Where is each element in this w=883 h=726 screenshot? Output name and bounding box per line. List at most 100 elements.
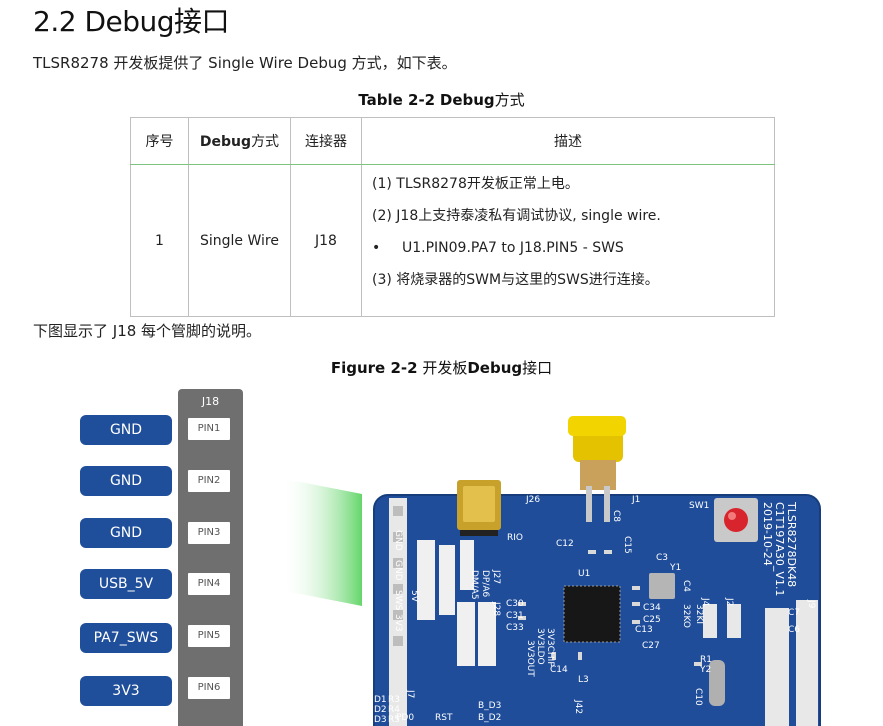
svg-text:J4: J4 (700, 597, 710, 607)
signal-label-2: GND (80, 466, 172, 496)
signal-label-1: GND (80, 415, 172, 445)
svg-text:C15: C15 (622, 536, 632, 554)
svg-text:U1: U1 (578, 569, 590, 579)
crystal-icon (649, 573, 675, 599)
header-method: Debug方式 (188, 117, 291, 165)
svg-text:L3: L3 (578, 675, 589, 685)
highlight-beam (280, 478, 362, 606)
svg-text:GND: GND (393, 530, 403, 551)
table-header-row: 序号 Debug方式 连接器 描述 (130, 117, 775, 165)
pin-box-6: PIN6 (188, 677, 230, 699)
pin-box-4: PIN4 (188, 573, 230, 595)
svg-text:PD0: PD0 (396, 713, 414, 723)
header-connector: 连接器 (290, 117, 362, 165)
figure-caption-rest: 接口 (522, 359, 553, 377)
svg-text:C31: C31 (506, 611, 524, 621)
svg-text:GND: GND (393, 560, 403, 581)
bullet-icon: • (372, 240, 381, 256)
svg-text:DM/A5: DM/A5 (469, 570, 479, 600)
svg-text:J27: J27 (491, 569, 501, 584)
svg-text:B_D2: B_D2 (478, 713, 501, 723)
svg-text:C8: C8 (611, 510, 621, 522)
svg-text:C13: C13 (635, 625, 653, 635)
svg-text:C7: C7 (788, 608, 800, 618)
svg-text:D2: D2 (374, 705, 387, 715)
board-marking: TLSR8278DK48 (785, 501, 798, 587)
svg-text:3V3LDO: 3V3LDO (535, 628, 545, 665)
svg-text:3V3OUT: 3V3OUT (525, 640, 535, 677)
cell-method: Single Wire (188, 164, 291, 317)
dev-board-photo: GND GND 5V SWS 3V3 D1 R3 D2 R4 D3 R5 RIO… (373, 416, 821, 726)
svg-text:R3: R3 (388, 695, 400, 705)
figure-caption-mid: 开发板 (422, 359, 468, 377)
svg-text:C30: C30 (506, 599, 524, 609)
svg-text:RIO: RIO (507, 533, 523, 543)
svg-text:C6: C6 (788, 625, 800, 635)
svg-text:SW1: SW1 (689, 501, 709, 511)
section-heading: 2.2 Debug接口 (33, 0, 230, 40)
header-method-rest: 方式 (251, 134, 280, 150)
signal-label-4: USB_5V (80, 569, 172, 599)
table-caption-rest: 方式 (494, 91, 525, 109)
section-number: 2.2 (33, 5, 77, 38)
svg-text:C33: C33 (506, 623, 524, 633)
pin-box-5: PIN5 (188, 625, 230, 647)
svg-text:C3: C3 (656, 553, 668, 563)
pin-box-1: PIN1 (188, 418, 230, 440)
svg-text:C34: C34 (643, 603, 661, 613)
cell-no: 1 (130, 164, 189, 317)
header-method-bold: Debug (199, 134, 252, 150)
desc-line-3: U1.PIN09.PA7 to J18.PIN5 - SWS (402, 240, 624, 256)
svg-text:Y1: Y1 (669, 563, 681, 573)
table-caption-label: Table 2-2 (358, 91, 436, 109)
figure-caption: Figure 2-2 开发板Debug接口 (0, 357, 883, 378)
signal-label-6: 3V3 (80, 676, 172, 706)
desc-line-2: (2) J18上支持泰凌私有调试协议, single wire. (372, 208, 661, 224)
intro-paragraph: TLSR8278 开发板提供了 Single Wire Debug 方式，如下表… (33, 54, 457, 72)
svg-text:32KO: 32KO (681, 604, 691, 628)
svg-text:R1: R1 (700, 655, 712, 665)
figure-caption-debug: Debug (467, 359, 523, 377)
svg-text:J26: J26 (525, 495, 540, 505)
svg-text:SWS: SWS (393, 590, 403, 611)
svg-text:5V: 5V (409, 590, 419, 603)
svg-text:C27: C27 (642, 641, 660, 651)
pin-box-3: PIN3 (188, 522, 230, 544)
board-revision: C1T197A30_V1.1 (773, 502, 786, 596)
j18-header-diagram: J18 PIN1 PIN2 PIN3 PIN4 PIN5 PIN6 (178, 389, 243, 726)
sma-connector-icon (573, 430, 623, 462)
svg-text:J2: J2 (724, 597, 734, 606)
table-caption-debug: Debug (439, 91, 495, 109)
svg-text:J28: J28 (491, 601, 501, 616)
svg-text:Y2: Y2 (699, 665, 711, 675)
svg-text:C10: C10 (693, 688, 703, 706)
svg-text:D3: D3 (374, 715, 387, 725)
signal-label-5: PA7_SWS (80, 623, 172, 653)
svg-text:J42: J42 (573, 699, 583, 714)
svg-text:RST: RST (435, 713, 453, 723)
signal-label-3: GND (80, 518, 172, 548)
header-desc: 描述 (361, 117, 775, 165)
cell-desc: (1) TLSR8278开发板正常上电。 (2) J18上支持泰凌私有调试协议,… (361, 164, 775, 317)
svg-text:J7: J7 (405, 689, 415, 698)
j18-header-title: J18 (201, 395, 220, 408)
svg-text:C25: C25 (643, 615, 661, 625)
desc-bullet-line: • U1.PIN09.PA7 to J18.PIN5 - SWS (372, 237, 764, 269)
svg-text:J1: J1 (631, 495, 640, 505)
soc-chip-icon (564, 586, 620, 642)
header-no: 序号 (130, 117, 189, 165)
table-row: 1 Single Wire J18 (1) TLSR8278开发板正常上电。 (… (130, 164, 775, 317)
svg-text:DP/A6: DP/A6 (480, 570, 490, 598)
section-title: Debug接口 (84, 5, 230, 38)
svg-text:D1: D1 (374, 695, 387, 705)
pins-paragraph: 下图显示了 J18 每个管脚的说明。 (33, 322, 262, 340)
cell-connector: J18 (290, 164, 362, 317)
board-date: 2019-10-24 (761, 502, 774, 566)
desc-line-4: (3) 将烧录器的SWM与这里的SWS进行连接。 (372, 272, 659, 288)
debug-table: 序号 Debug方式 连接器 描述 1 Single Wire J18 (1) … (130, 117, 775, 317)
svg-text:32KI: 32KI (694, 604, 704, 624)
svg-text:B_D3: B_D3 (478, 701, 501, 711)
desc-line-1: (1) TLSR8278开发板正常上电。 (372, 176, 579, 192)
svg-text:C14: C14 (550, 665, 568, 675)
svg-text:C12: C12 (556, 539, 574, 549)
